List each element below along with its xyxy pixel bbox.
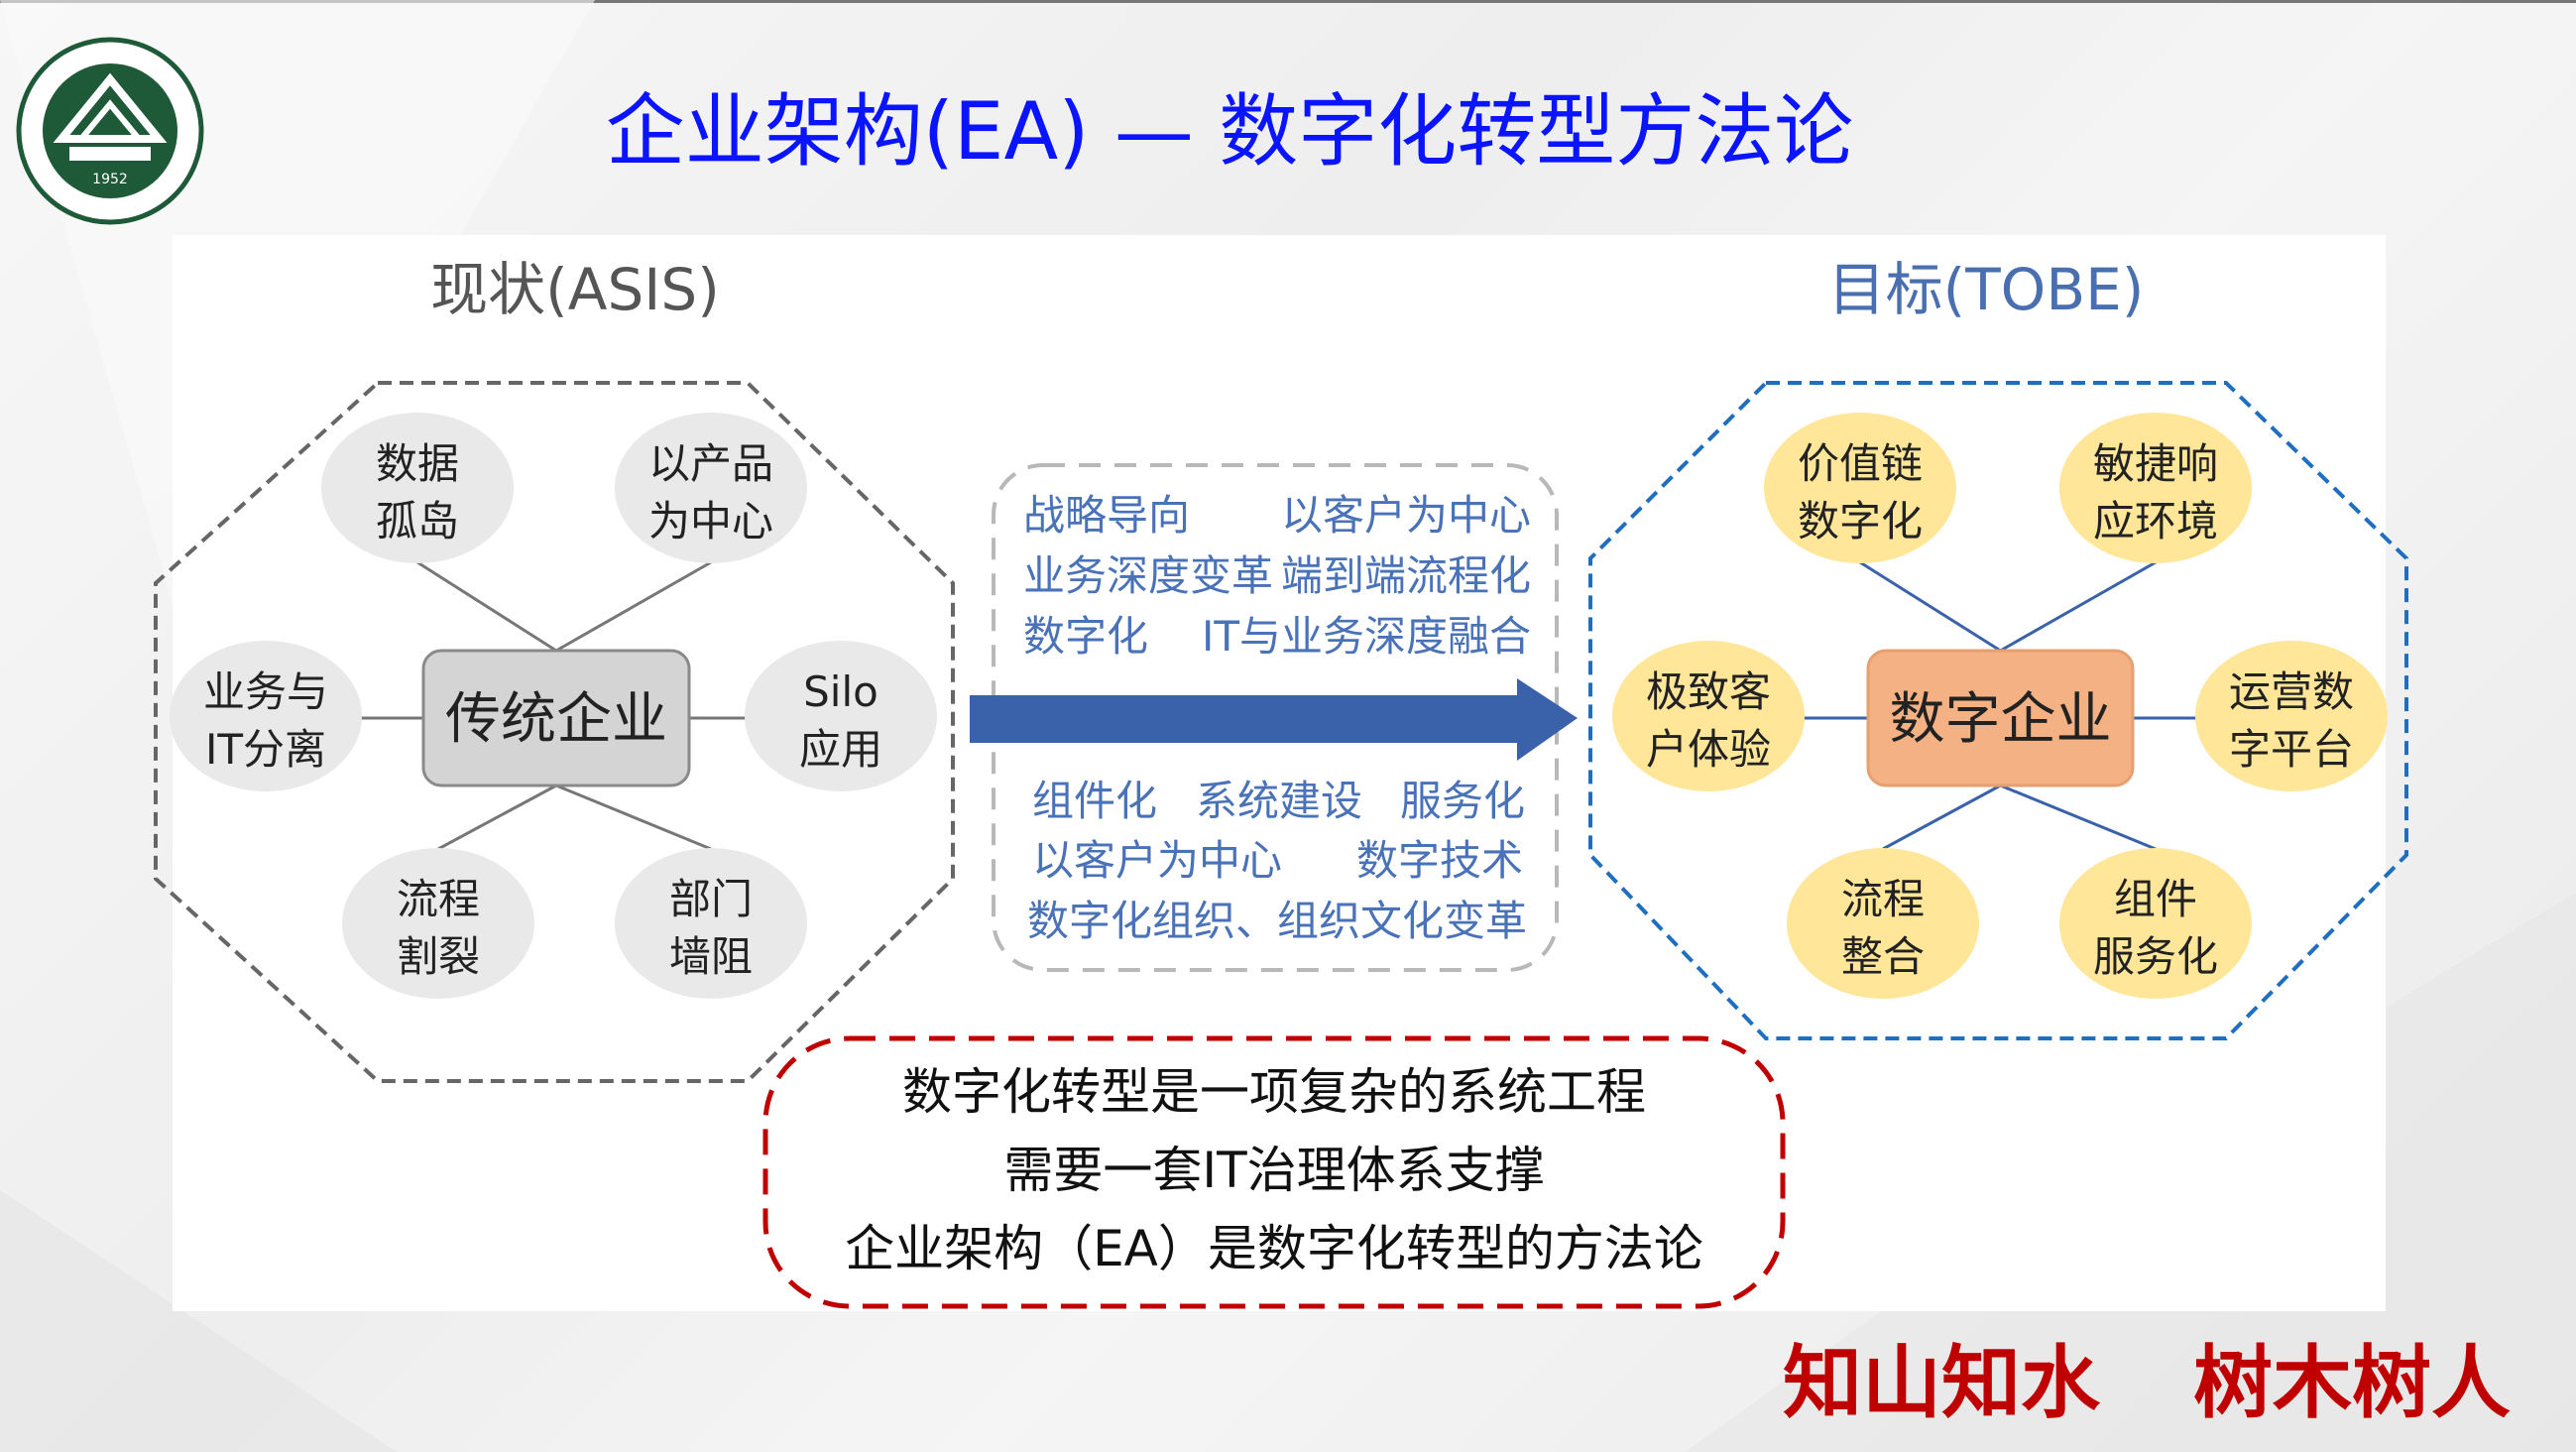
connector-line: [1882, 784, 2002, 851]
node-2: 业务与 IT分离: [170, 641, 362, 791]
node-label-line2: 孤岛: [376, 497, 459, 545]
summary-box: [762, 1035, 1786, 1309]
tobe-heading: 目标(TOBE): [1828, 256, 2145, 323]
node-bubble: [321, 413, 514, 563]
node-label-line2: 户体验: [1646, 725, 1771, 774]
node-bubble: [2195, 641, 2388, 791]
node-label-line1: 数据: [376, 439, 459, 488]
bg-facet: [0, 1190, 397, 1452]
node-label-line1: 以产品: [648, 439, 773, 488]
asis-heading: 现状(ASIS): [430, 256, 720, 323]
summary-line: 企业架构（EA）是数字化转型的方法论: [845, 1220, 1703, 1277]
node-bubble: [342, 848, 534, 999]
motto-right: 树木树人: [2193, 1336, 2511, 1429]
university-logo: 1952: [16, 37, 204, 225]
asis-center-label: 传统企业: [445, 687, 667, 752]
transition-item: 数字技术: [1356, 836, 1523, 885]
node-label-line2: 数字化: [1798, 497, 1923, 545]
node-label-line1: 敏捷响: [2093, 439, 2218, 488]
transition-item: 服务化: [1400, 777, 1525, 825]
node-label-line2: 墙阻: [669, 932, 753, 981]
node-bubble: [2059, 413, 2252, 563]
summary-line: 数字化转型是一项复杂的系统工程: [902, 1063, 1646, 1121]
node-bubble: [1612, 641, 1805, 791]
transition-item: 组件化: [1032, 777, 1157, 825]
node-label-line1: Silo: [803, 667, 878, 716]
transition-item: 数字化: [1023, 612, 1148, 661]
transition-item: 以客户为中心: [1032, 836, 1282, 885]
node-label-line1: 业务与: [203, 667, 328, 716]
node-bubble: [1787, 848, 1979, 999]
node-bubble: [615, 413, 807, 563]
node-label-line2: 服务化: [2093, 932, 2218, 981]
node-label-line1: 组件: [2114, 875, 2197, 923]
node-label-line1: 运营数: [2229, 667, 2354, 716]
connector-line: [555, 784, 712, 851]
transition-item: 以客户为中心: [1281, 491, 1531, 540]
node-label-line1: 价值链: [1798, 439, 1923, 488]
asis-center-box: [421, 649, 691, 787]
node-label-line1: 流程: [1841, 875, 1925, 923]
transition-item: 数字化组织、组织文化变革: [1027, 897, 1527, 945]
summary-line: 需要一套IT治理体系支撑: [1003, 1142, 1544, 1199]
tobe-center-box: [1866, 649, 2135, 787]
node-label-line1: 极致客: [1646, 667, 1771, 716]
motto-left: 知山知水: [1783, 1336, 2101, 1429]
connector-line: [1999, 560, 2157, 653]
node-label-line2: 字平台: [2229, 725, 2354, 774]
transition-item: 战略导向: [1023, 491, 1190, 540]
node-3: Silo 应用: [745, 641, 937, 791]
connector-line: [1999, 784, 2157, 851]
transition-item: IT与业务深度融合: [1202, 612, 1531, 661]
node-bubble: [615, 848, 807, 999]
transition-item: 系统建设: [1196, 777, 1362, 825]
transformation-arrow: [970, 678, 1578, 761]
node-label-line2: 割裂: [397, 932, 480, 981]
logo-year: 1952: [92, 172, 128, 187]
node-label-line2: IT分离: [205, 725, 326, 774]
node-label-line1: 部门: [669, 875, 753, 923]
node-bubble: [1764, 413, 1956, 563]
node-bubble: [745, 641, 937, 791]
transition-item: 业务深度变革: [1023, 551, 1273, 600]
connector-line: [416, 560, 557, 653]
top-border: [0, 0, 2576, 3]
node-label-line2: 应环境: [2093, 497, 2218, 545]
transition-item: 端到端流程化: [1281, 551, 1531, 600]
tobe-boundary: [1588, 381, 2408, 1040]
node-label-line2: 整合: [1841, 932, 1925, 981]
node-bubble: [2059, 848, 2252, 999]
tobe-center-label: 数字企业: [1890, 687, 2112, 752]
connector-line: [1859, 560, 2002, 653]
node-label-line2: 为中心: [648, 497, 773, 545]
node-label-line1: 流程: [397, 875, 480, 923]
node-label-line2: 应用: [799, 725, 882, 774]
node-bubble: [170, 641, 362, 791]
connector-line: [437, 784, 557, 851]
asis-boundary: [154, 381, 955, 1083]
page-title: 企业架构(EA) — 数字化转型方法论: [606, 85, 1854, 178]
connector-line: [555, 560, 712, 653]
